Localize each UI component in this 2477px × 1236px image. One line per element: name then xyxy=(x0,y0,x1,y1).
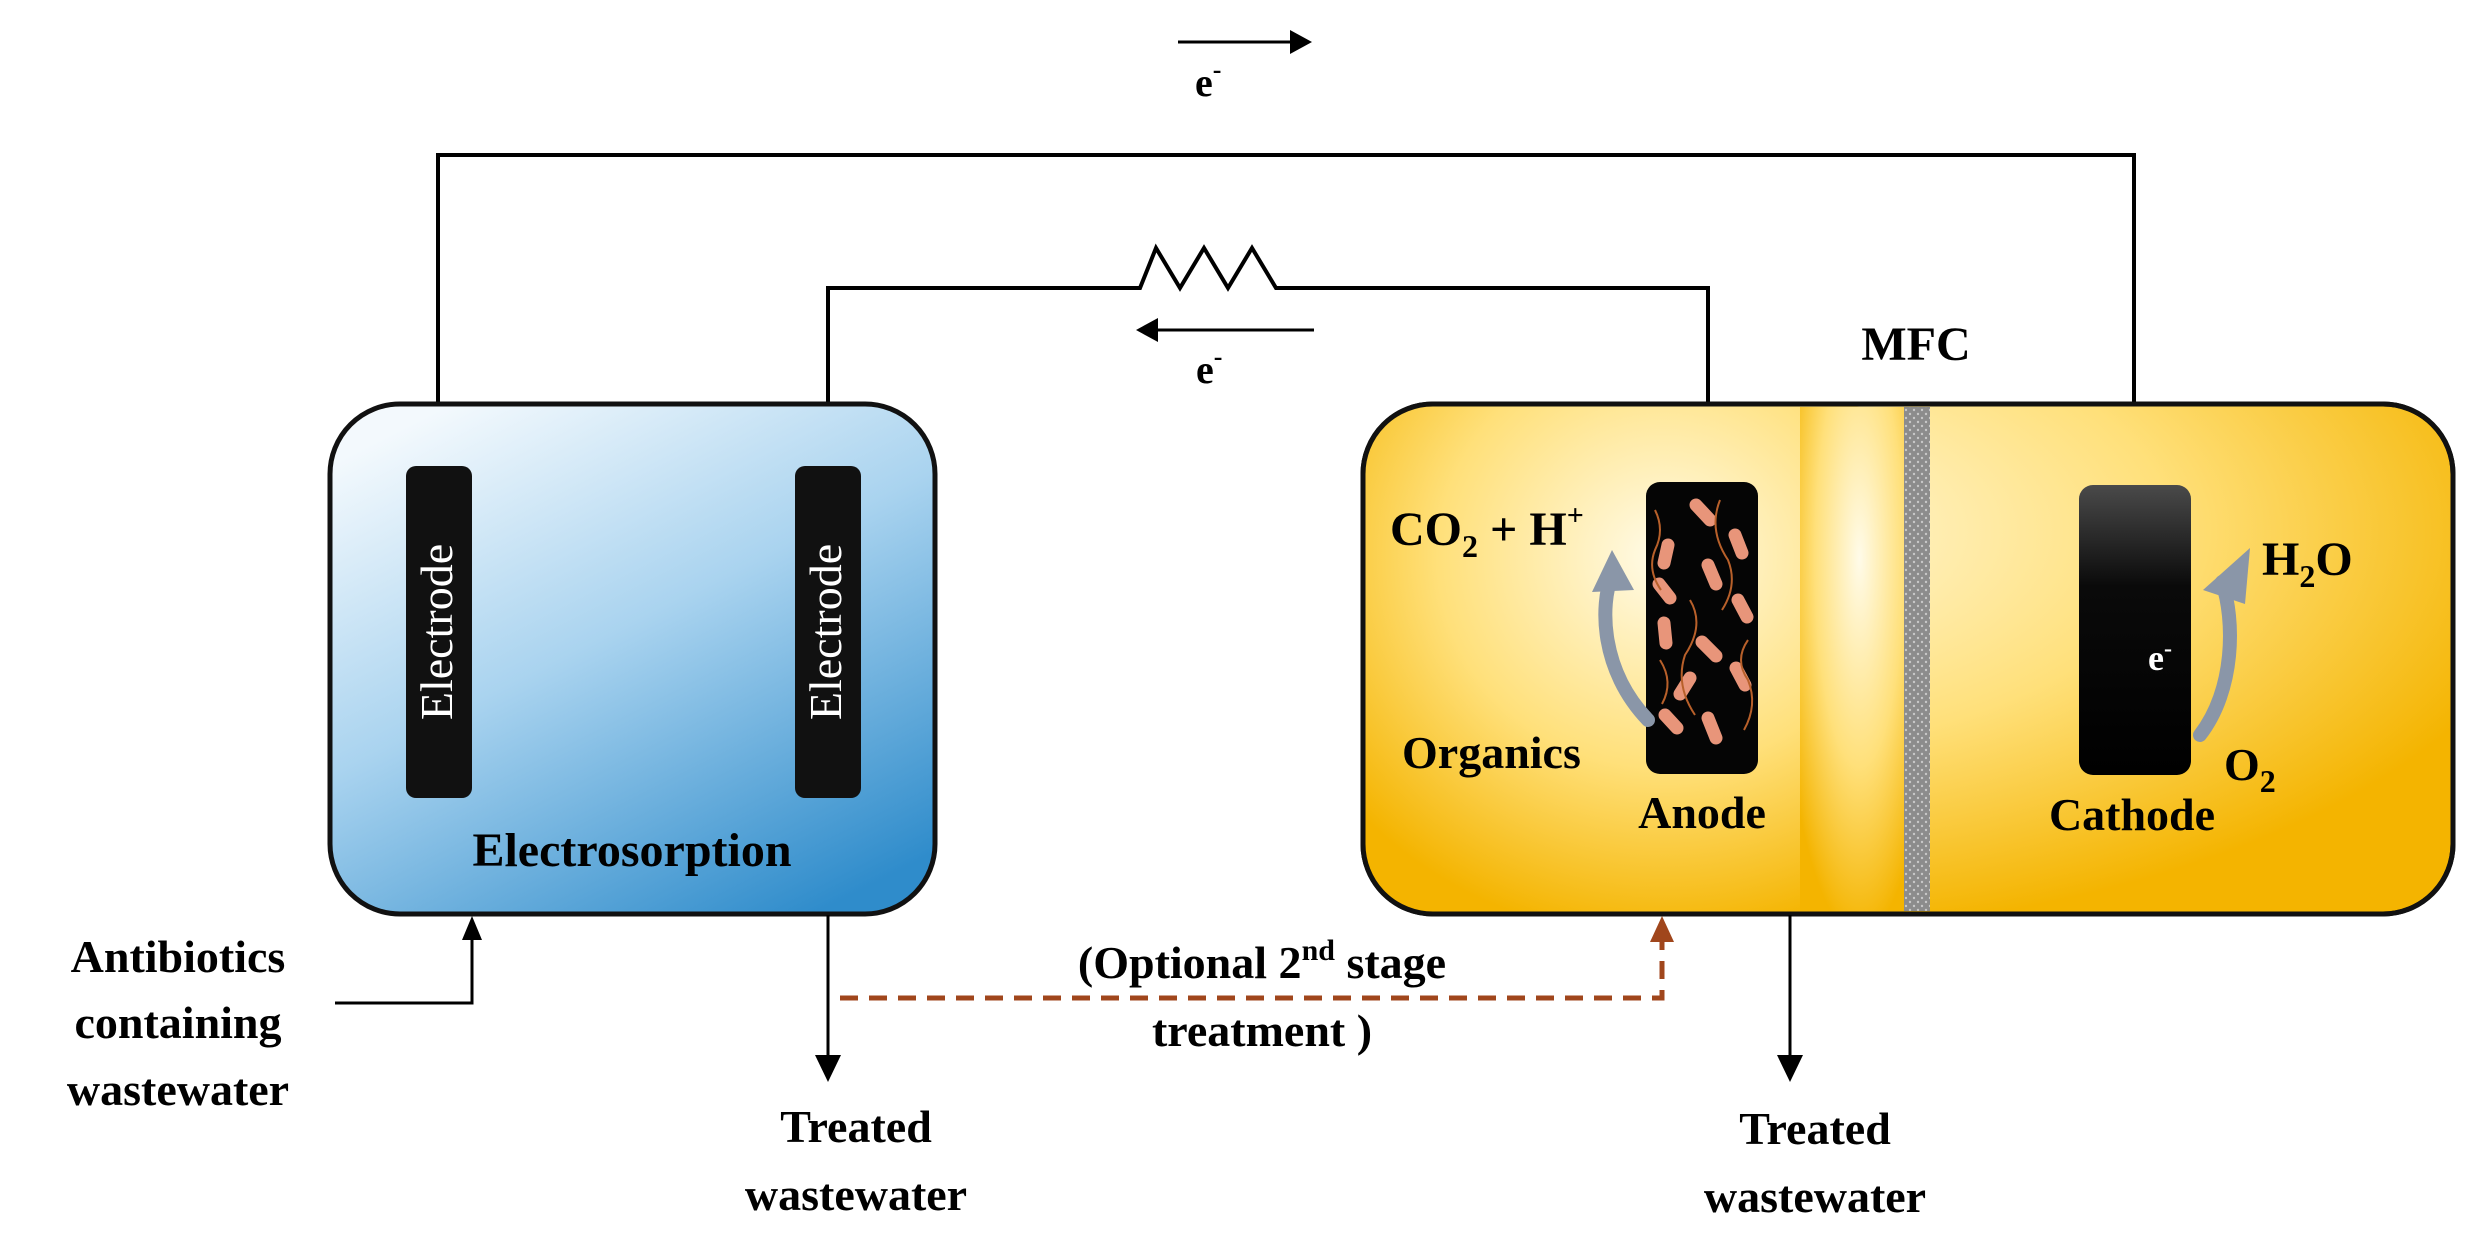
bacterium xyxy=(1657,616,1673,650)
h2o-label: H2O xyxy=(2262,533,2353,594)
organics-label: Organics xyxy=(1402,727,1581,778)
mfc-tank: MFC xyxy=(1360,318,2456,917)
inlet-label-line1: Antibiotics xyxy=(71,931,286,982)
o2-label: O2 xyxy=(2224,739,2276,799)
outer-circuit-wire xyxy=(436,153,2136,485)
mfc-anode-chamber-fill xyxy=(1800,407,1908,911)
mfc-anode-chamber xyxy=(1363,404,1909,914)
anode: Anode xyxy=(1638,482,1766,838)
electrode-left: Electrode xyxy=(406,466,472,798)
inlet-label-line2: containing xyxy=(74,997,281,1048)
outlet-left: Treated wastewater xyxy=(745,915,967,1220)
bacterium xyxy=(1731,593,1754,624)
bacterium xyxy=(1701,711,1723,745)
anode-bar xyxy=(1646,482,1758,774)
optional-arrowhead xyxy=(1650,916,1674,942)
electrosorption-title: Electrosorption xyxy=(472,824,791,877)
cathode-reaction-arrowhead xyxy=(2203,548,2250,604)
outlet-right-line2: wastewater xyxy=(1704,1171,1926,1222)
inner-arrow-head xyxy=(1136,318,1158,342)
outlet-right: Treated wastewater xyxy=(1704,915,1926,1222)
electrode-left-bar xyxy=(406,466,472,798)
inner-electron-label: e- xyxy=(1196,342,1222,392)
bacterium xyxy=(1728,528,1749,560)
top-electron-flow: e- xyxy=(1178,30,1312,105)
cathode-electron-label: e- xyxy=(2148,636,2172,678)
bacterium xyxy=(1695,635,1723,663)
bacterium xyxy=(1701,558,1723,591)
top-arrow-head xyxy=(1290,30,1312,54)
mfc-title: MFC xyxy=(1861,318,1970,371)
inlet: Antibiotics containing wastewater xyxy=(67,916,482,1115)
anode-label: Anode xyxy=(1638,787,1766,838)
electrode-right: Electrode xyxy=(795,466,861,798)
top-electron-label: e- xyxy=(1195,55,1221,105)
bacterium xyxy=(1658,708,1684,735)
anode-bacteria xyxy=(1652,498,1754,745)
bacterium xyxy=(1729,661,1752,692)
optional-label-line1: (Optional 2nd stage xyxy=(1078,934,1446,988)
co2-h-label: CO2 + H+ xyxy=(1390,499,1584,564)
cathode-label: Cathode xyxy=(2049,789,2215,840)
mfc-outline xyxy=(1360,401,2456,917)
optional-second-stage: (Optional 2nd stage treatment ) xyxy=(840,916,1674,1056)
electrosorption-body xyxy=(327,401,938,917)
anode-filaments xyxy=(1651,499,1754,731)
outlet-left-line2: wastewater xyxy=(745,1169,967,1220)
outlet-left-line1: Treated xyxy=(780,1101,932,1152)
cathode-bar xyxy=(2079,485,2191,775)
inlet-arrowhead xyxy=(462,916,482,940)
anode-reaction-arrowhead xyxy=(1592,550,1634,592)
electrode-left-label: Electrode xyxy=(411,544,462,720)
bacterium xyxy=(1689,498,1717,527)
inner-circuit-wire-resistor xyxy=(826,243,1710,485)
inlet-pipe xyxy=(335,935,474,1005)
inner-electron-flow: e- xyxy=(1136,318,1314,392)
electrosorption-tank: Electrode Electrode Electrosorption xyxy=(327,401,938,917)
outlet-right-arrowhead xyxy=(1777,1055,1803,1082)
outlet-left-arrowhead xyxy=(815,1055,841,1082)
cathode: e- Cathode xyxy=(2049,485,2215,840)
inlet-label-line3: wastewater xyxy=(67,1064,289,1115)
mfc-membrane xyxy=(1904,407,1930,911)
bacterium xyxy=(1657,538,1675,570)
optional-dashed-path xyxy=(840,935,1665,1001)
optional-label-line2: treatment ) xyxy=(1152,1005,1372,1056)
bacterium xyxy=(1673,671,1697,701)
electrode-right-label: Electrode xyxy=(800,544,851,720)
bacterium xyxy=(1652,577,1677,605)
electrode-right-bar xyxy=(795,466,861,798)
outlet-right-line1: Treated xyxy=(1739,1103,1891,1154)
